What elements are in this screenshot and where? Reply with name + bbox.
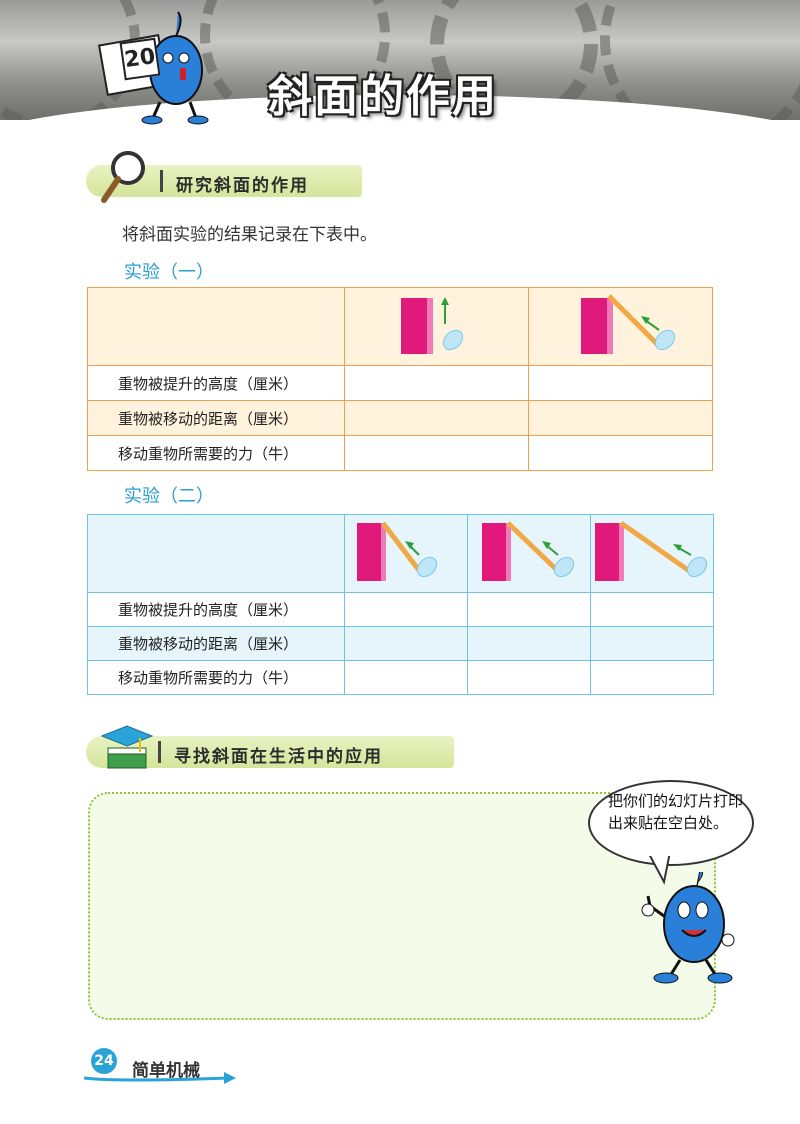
- answer-cell[interactable]: [344, 365, 529, 401]
- vertical-lift-diagram: [401, 297, 464, 354]
- section-heading: 寻找斜面在生活中的应用: [174, 747, 383, 767]
- header-blank-cell: [87, 287, 345, 366]
- footer-arrow: [83, 1072, 236, 1084]
- answer-cell[interactable]: [528, 365, 713, 401]
- answer-cell[interactable]: [590, 626, 714, 661]
- magnifier-icon: [101, 151, 145, 203]
- gentle-ramp-diagram: [595, 520, 708, 581]
- answer-cell[interactable]: [344, 400, 529, 436]
- graduation-cap-icon: [100, 725, 154, 769]
- answer-cell[interactable]: [590, 660, 714, 695]
- lesson-number: 20: [119, 37, 161, 81]
- row-label: 重物被提升的高度（厘米）: [87, 592, 345, 627]
- section-heading-bar: [86, 736, 454, 768]
- ramp-diagram: [581, 294, 676, 354]
- mascot-illustration: [641, 872, 735, 984]
- page-number: 24: [91, 1048, 117, 1074]
- speech-bubble-tail: [646, 852, 674, 885]
- answer-cell[interactable]: [590, 592, 714, 627]
- row-label: 移动重物所需要的力（牛）: [87, 435, 345, 471]
- answer-cell[interactable]: [467, 626, 591, 661]
- answer-cell[interactable]: [528, 400, 713, 436]
- answer-cell[interactable]: [467, 592, 591, 627]
- heading-divider: [160, 170, 163, 192]
- steep-ramp-diagram: [357, 521, 438, 581]
- experiment-1-table: 重物被提升的高度（厘米） 重物被移动的距离（厘米） 移动重物所需要的力（牛）: [87, 287, 713, 471]
- answer-cell[interactable]: [344, 660, 468, 695]
- answer-cell[interactable]: [344, 435, 529, 471]
- answer-cell[interactable]: [467, 660, 591, 695]
- row-label: 重物被移动的距离（厘米）: [87, 626, 345, 661]
- ramp-diagram-cell: [528, 287, 713, 366]
- section-heading: 研究斜面的作用: [176, 176, 309, 196]
- experiment-2-table: 重物被提升的高度（厘米） 重物被移动的距离（厘米） 移动重物所需要的力（牛）: [87, 514, 714, 695]
- answer-cell[interactable]: [344, 592, 468, 627]
- page-title: 斜面的作用: [268, 71, 498, 122]
- header-blank-cell: [87, 514, 345, 593]
- answer-cell[interactable]: [528, 435, 713, 471]
- experiment-2-label: 实验（二）: [124, 486, 214, 507]
- speech-bubble-text: 把你们的幻灯片打印出来贴在空白处。: [608, 792, 744, 832]
- ramp-diagram-cell: [467, 514, 591, 593]
- book-title: 简单机械: [132, 1061, 200, 1081]
- medium-ramp-diagram: [482, 521, 575, 581]
- answer-cell[interactable]: [344, 626, 468, 661]
- row-label: 移动重物所需要的力（牛）: [87, 660, 345, 695]
- lift-diagram-cell: [344, 287, 529, 366]
- heading-divider: [158, 741, 161, 763]
- ramp-diagram-cell: [590, 514, 714, 593]
- row-label: 重物被移动的距离（厘米）: [87, 400, 345, 436]
- intro-text: 将斜面实验的结果记录在下表中。: [122, 225, 377, 245]
- row-label: 重物被提升的高度（厘米）: [87, 365, 345, 401]
- ramp-diagram-cell: [344, 514, 468, 593]
- experiment-1-label: 实验（一）: [124, 262, 214, 283]
